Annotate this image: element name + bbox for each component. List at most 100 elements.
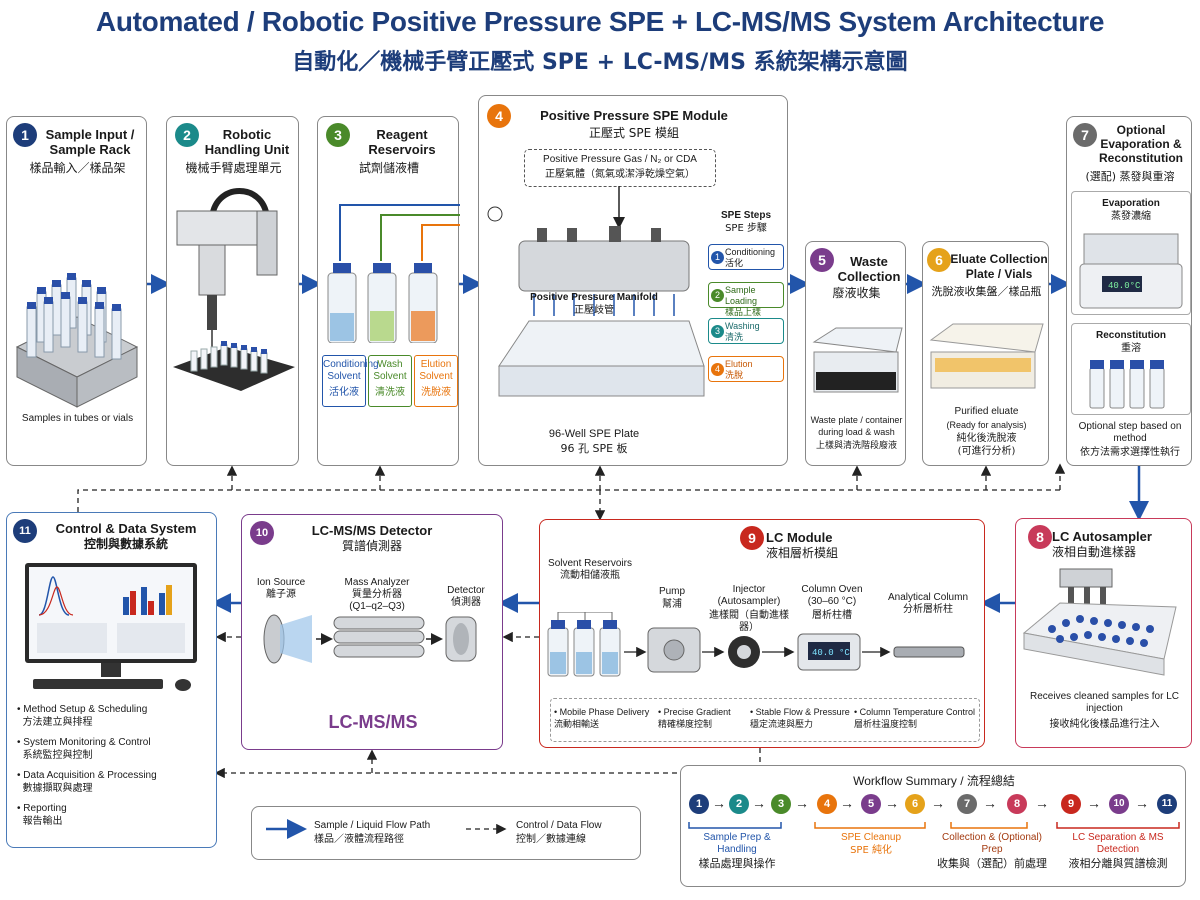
step-badge-4: 4	[487, 104, 511, 128]
workstation-illustration	[25, 563, 197, 691]
wf-step-8: 8	[1007, 794, 1027, 814]
box7-note: Optional step based on method	[1078, 421, 1182, 444]
lc-module-box: 9 LC Module 液相層析模組 Solvent Reservoirs 流動…	[539, 519, 985, 748]
box8-caption-zh: 接收純化後樣品進行注入	[1049, 719, 1160, 730]
box1-title: Sample Input / Sample Rack	[45, 127, 135, 157]
step-badge-6: 6	[927, 248, 951, 272]
step-badge-11: 11	[13, 519, 37, 543]
wf-group-collection: Collection & (Optional) Prep	[941, 832, 1043, 855]
wf-step-4: 4	[817, 794, 837, 814]
box5-caption-zh: 上樣與清洗階段廢液	[815, 441, 897, 451]
workflow-summary: Workflow Summary / 流程總結 1 → 2 → 3 → 4 → …	[680, 765, 1186, 887]
box2-title: Robotic Handling Unit	[204, 127, 290, 157]
pump-label: Pump	[658, 586, 686, 597]
gas-supply-label: Positive Pressure Gas / N₂ or CDA 正壓氣體（氮…	[524, 149, 716, 187]
reconstitution-panel: Reconstitution 重溶	[1071, 323, 1191, 415]
sample-input-box: 1 Sample Input / Sample Rack 樣品輸入／樣品架 Sa…	[6, 116, 147, 466]
box4-title: Positive Pressure SPE Module	[540, 108, 728, 123]
control-item-acquisition: • Data Acquisition & Processing 數據擷取與處理	[17, 770, 157, 794]
workflow-title: Workflow Summary / 流程總結	[853, 774, 1015, 788]
column-oven-label: Column Oven (30–60 °C)	[801, 584, 863, 607]
page-subtitle: 自動化／機械手臂正壓式 SPE + LC-MS/MS 系統架構示意圖	[292, 50, 908, 75]
box7-title: Optional Evaporation & Reconstitution	[1099, 123, 1183, 165]
box8-title: LC Autosampler	[1052, 529, 1152, 544]
box7-note-zh: 依方法需求選擇性執行	[1080, 447, 1180, 458]
box6-caption: Purified eluate	[954, 406, 1019, 417]
box7-title-zh: (選配) 蒸發與重溶	[1085, 170, 1175, 183]
legend-control-label: Control / Data Flow	[516, 820, 602, 831]
box1-title-zh: 樣品輸入／樣品架	[29, 161, 126, 175]
step-badge-5: 5	[810, 248, 834, 272]
lc-components-illustration: 40.0 °C	[547, 612, 965, 677]
ion-source-label: Ion Source	[256, 577, 306, 588]
box11-title: Control & Data System	[55, 521, 197, 536]
wf-step-7: 7	[957, 794, 977, 814]
wf-group-sample-prep: Sample Prep & Handling	[703, 832, 771, 855]
control-item-monitoring: • System Monitoring & Control 系統監控與控制	[17, 737, 151, 761]
waste-collection-box: 5 Waste Collection 廢液收集 Waste plate / co…	[805, 241, 906, 466]
waste-plate-illustration	[812, 327, 903, 393]
box8-title-zh: 液相自動進樣器	[1052, 545, 1137, 559]
lcmsms-label: LC-MS/MS	[328, 712, 418, 732]
wf-step-10: 10	[1109, 794, 1129, 814]
box5-title-zh: 廢液收集	[832, 286, 881, 300]
box10-title: LC-MS/MS Detector	[311, 523, 433, 538]
evaporation-panel: Evaporation 蒸發濃縮 40.0°C	[1071, 191, 1191, 315]
step-badge-9: 9	[740, 526, 764, 550]
wf-step-11: 11	[1157, 794, 1177, 814]
wf-step-3: 3	[771, 794, 791, 814]
step-badge-8: 8	[1028, 525, 1052, 549]
page-title: Automated / Robotic Positive Pressure SP…	[95, 6, 1105, 37]
wash-solvent-label: Wash Solvent 清洗液	[368, 355, 412, 407]
conditioning-solvent-label: Conditioning Solvent 活化液	[322, 355, 379, 407]
box3-title: Reagent Reservoirs	[368, 127, 436, 157]
wf-step-2: 2	[729, 794, 749, 814]
mass-analyzer-label: Mass Analyzer	[344, 577, 410, 588]
evaporation-box: 7 Optional Evaporation & Reconstitution …	[1066, 116, 1192, 466]
wf-step-5: 5	[861, 794, 881, 814]
spe-plate-label-zh: 96 孔 SPE 板	[560, 442, 628, 455]
box4-title-zh: 正壓式 SPE 模組	[588, 126, 680, 140]
box5-title: Waste Collection	[837, 254, 901, 284]
step-badge-3: 3	[326, 123, 350, 147]
solvent-reservoirs-label: Solvent Reservoirs	[548, 558, 632, 569]
wf-step-6: 6	[905, 794, 925, 814]
svg-text:40.0°C: 40.0°C	[1108, 281, 1141, 291]
sample-rack-illustration	[15, 273, 139, 408]
box1-caption: Samples in tubes or vials	[21, 413, 134, 424]
autosampler-illustration	[1022, 568, 1177, 676]
wf-step-9: 9	[1061, 794, 1081, 814]
injector-label: Injector (Autosampler)	[717, 584, 781, 607]
box6-title-zh: 洗脫液收集盤／樣品瓶	[931, 285, 1042, 298]
box11-title-zh: 控制與數據系統	[83, 537, 168, 551]
wf-step-1: 1	[689, 794, 709, 814]
box2-title-zh: 機械手臂處理單元	[185, 161, 282, 175]
detector-label: Detector	[447, 585, 485, 596]
svg-text:40.0 °C: 40.0 °C	[812, 648, 850, 658]
ms-detector-box: 10 LC-MS/MS Detector 質譜偵測器 Ion Source 離子…	[241, 514, 503, 750]
analytical-column-label: Analytical Column	[887, 592, 969, 603]
manifold-label-zh: 正壓歧管	[574, 305, 614, 316]
step-badge-7: 7	[1073, 123, 1097, 147]
spe-manifold-illustration	[487, 186, 705, 397]
control-system-box: 11 Control & Data System 控制與數據系統 • Metho…	[6, 512, 217, 848]
reagent-bottles-illustration	[327, 204, 460, 343]
robot-arm-illustration	[173, 188, 295, 391]
wf-group-spe-cleanup: SPE Cleanup	[840, 832, 902, 843]
legend-flow-label: Sample / Liquid Flow Path	[314, 820, 431, 831]
box9-title: LC Module	[766, 530, 833, 545]
autosampler-box: 8 LC Autosampler 液相自動進樣器 Receives cleane…	[1015, 518, 1192, 748]
box3-title-zh: 試劑儲液槽	[358, 161, 419, 175]
robotic-handling-box: 2 Robotic Handling Unit 機械手臂處理單元	[166, 116, 299, 466]
legend: Sample / Liquid Flow Path 樣品／液體流程路徑 Cont…	[251, 806, 641, 860]
box10-title-zh: 質譜偵測器	[341, 539, 402, 553]
spe-steps-panel: SPE Steps SPE 步驟	[720, 210, 772, 234]
elution-solvent-label: Elution Solvent 洗脫液	[414, 355, 458, 407]
spe-plate-label: 96-Well SPE Plate	[548, 428, 640, 440]
